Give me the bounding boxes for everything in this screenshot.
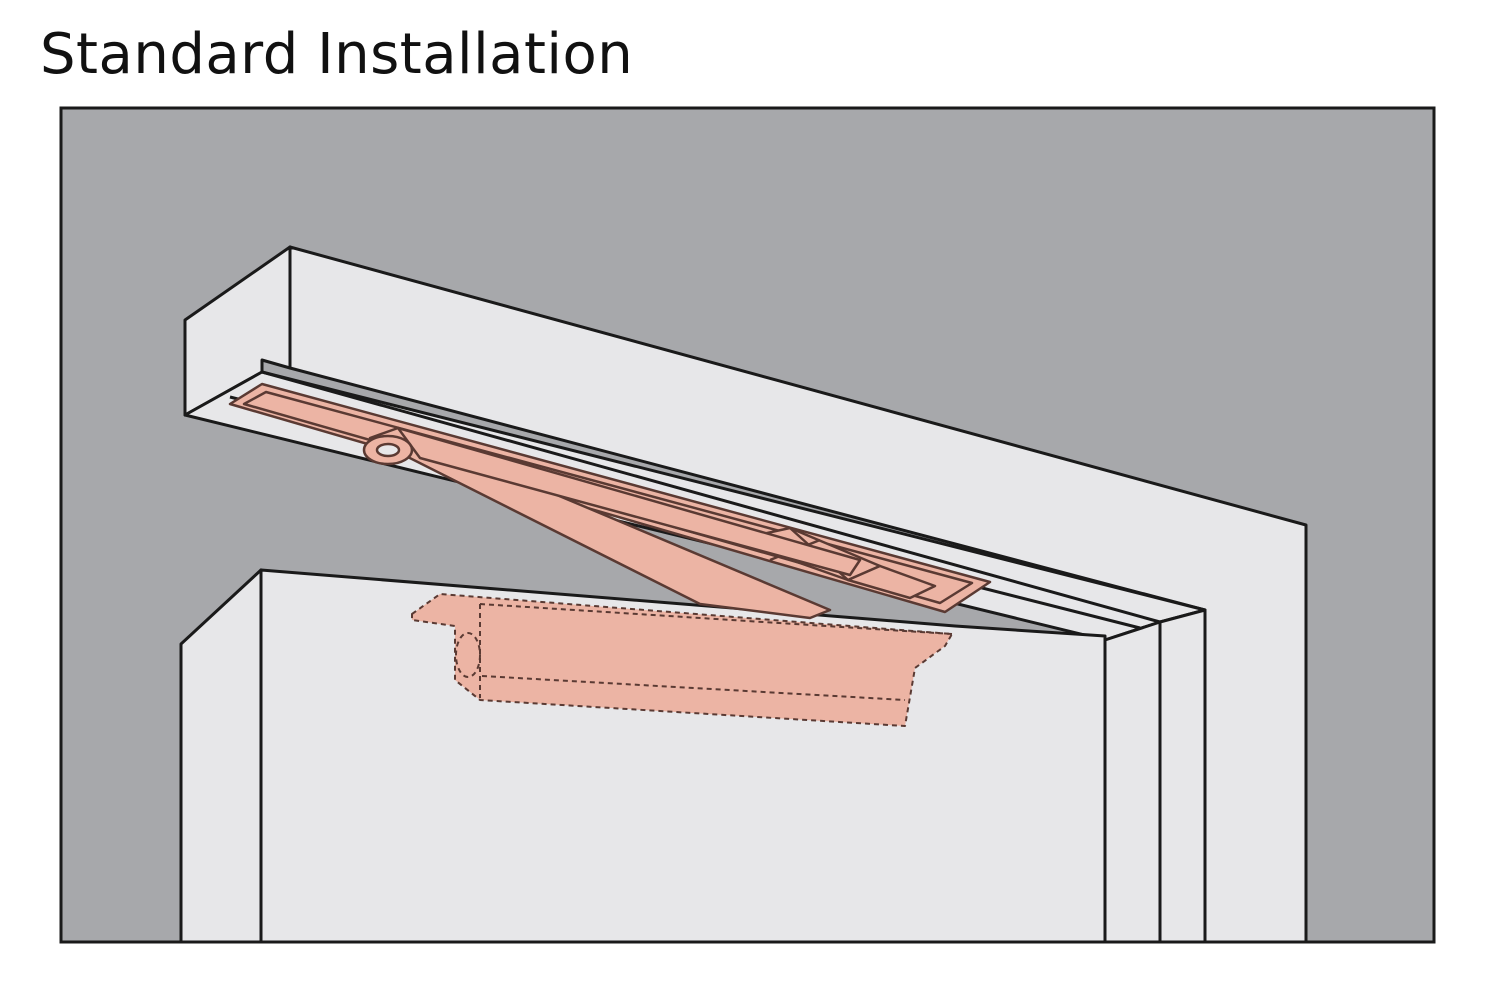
concealed-closer-body-icon: [411, 593, 953, 727]
closer-arm-icon: [362, 426, 862, 620]
page-title: Standard Installation: [40, 22, 634, 87]
